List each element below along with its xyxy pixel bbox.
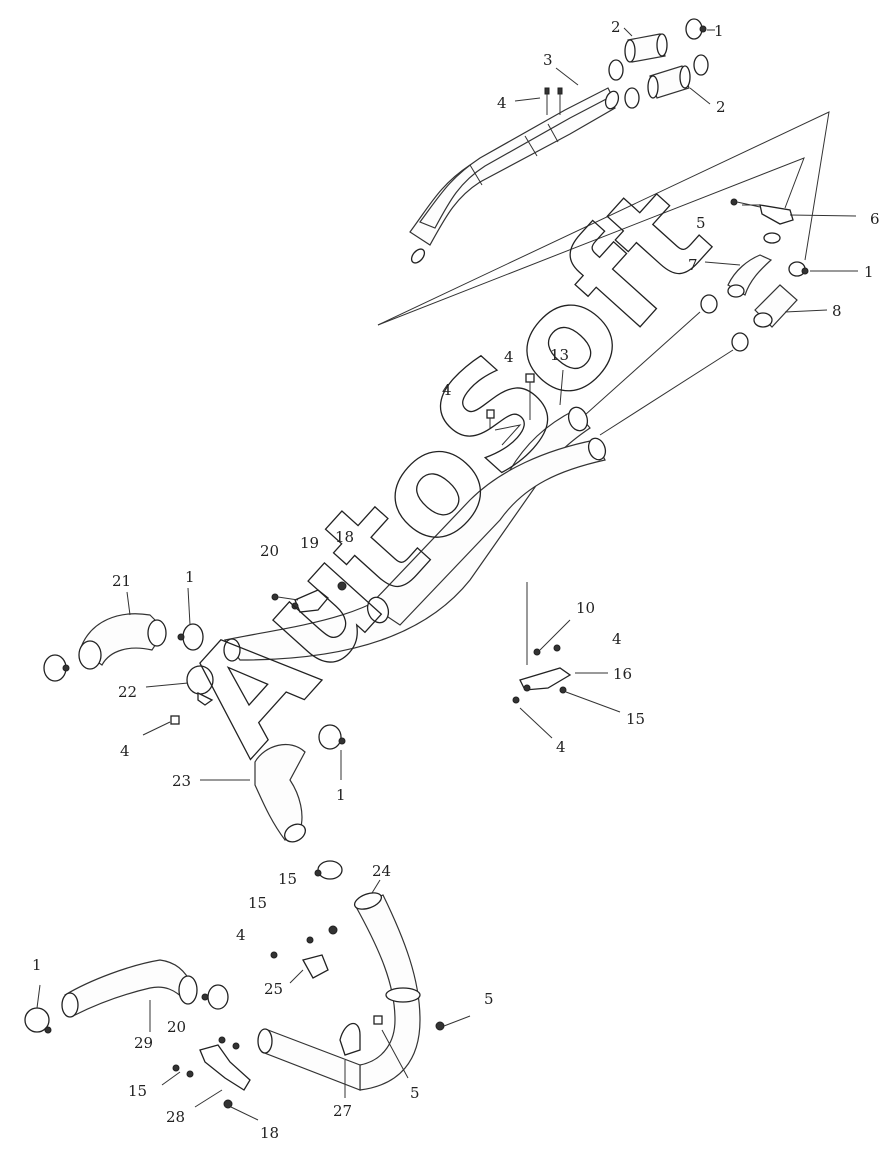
callout-5: 5	[410, 1084, 420, 1102]
part-2-lower-pipe	[647, 65, 691, 99]
callout-2: 2	[716, 98, 726, 116]
part-25-bracket	[270, 925, 445, 1031]
callout-15: 15	[278, 870, 297, 888]
callout-18: 18	[260, 1124, 279, 1142]
part-28-bracket	[172, 1036, 251, 1109]
callout-18: 18	[335, 528, 354, 546]
callout-1: 1	[864, 263, 874, 281]
callout-13: 13	[550, 346, 569, 364]
callout-15: 15	[128, 1082, 147, 1100]
callout-10: 10	[576, 599, 595, 617]
part-3-twin-pipe	[409, 87, 620, 264]
callout-4: 4	[504, 348, 514, 366]
callout-15: 15	[626, 710, 645, 728]
callout-5: 5	[696, 214, 706, 232]
clamp-icon	[43, 623, 204, 682]
clamp-icon	[24, 984, 229, 1034]
callout-25: 25	[264, 980, 283, 998]
part-7-elbow	[727, 254, 773, 298]
callout-21: 21	[112, 572, 131, 590]
bolt-icon	[486, 373, 535, 446]
part-16-bracket	[512, 582, 572, 704]
callouts: 1 2 3 2 4 5 6 7 1 8 4 13 4 20 19 18 21 1…	[32, 18, 880, 1142]
callout-4: 4	[612, 630, 622, 648]
callout-1: 1	[336, 786, 346, 804]
callout-20: 20	[167, 1018, 186, 1036]
callout-1: 1	[185, 568, 195, 586]
callout-1: 1	[32, 956, 42, 974]
callout-3: 3	[543, 51, 553, 69]
part-27-pipe	[257, 1028, 361, 1091]
inset-frame	[377, 111, 830, 326]
callout-15: 15	[248, 894, 267, 912]
callout-5: 5	[484, 990, 494, 1008]
part-24-pipe	[353, 892, 421, 1091]
watermark: AutoSoft	[154, 156, 741, 782]
callout-4: 4	[497, 94, 507, 112]
clamp-icon	[314, 860, 361, 1056]
part-8-pipe	[753, 284, 798, 328]
callout-1: 1	[714, 22, 724, 40]
leader-lines	[36, 27, 858, 1121]
callout-6: 6	[870, 210, 880, 228]
part-6-bracket	[730, 198, 794, 244]
callout-4: 4	[120, 742, 130, 760]
clamp-icon	[700, 261, 809, 352]
callout-23: 23	[172, 772, 191, 790]
callout-4: 4	[442, 381, 452, 399]
callout-19: 19	[300, 534, 319, 552]
part-23-elbow	[254, 724, 346, 843]
part-22-band-clamp	[170, 665, 214, 725]
callout-22: 22	[118, 683, 137, 701]
callout-4: 4	[236, 926, 246, 944]
callout-7: 7	[688, 256, 698, 274]
callout-27: 27	[333, 1102, 352, 1120]
callout-29: 29	[134, 1034, 153, 1052]
part-13-y-pipe	[223, 406, 607, 662]
callout-24: 24	[372, 862, 391, 880]
callout-4: 4	[556, 738, 566, 756]
callout-16: 16	[613, 665, 632, 683]
callout-28: 28	[166, 1108, 185, 1126]
callout-20: 20	[260, 542, 279, 560]
clamp-icon	[608, 18, 709, 109]
part-2-upper-pipe	[624, 33, 668, 63]
part-19-bracket	[271, 581, 347, 613]
callout-2: 2	[611, 18, 621, 36]
callout-8: 8	[832, 302, 842, 320]
part-29-elbow	[61, 959, 198, 1018]
part-21-elbow	[78, 613, 167, 670]
